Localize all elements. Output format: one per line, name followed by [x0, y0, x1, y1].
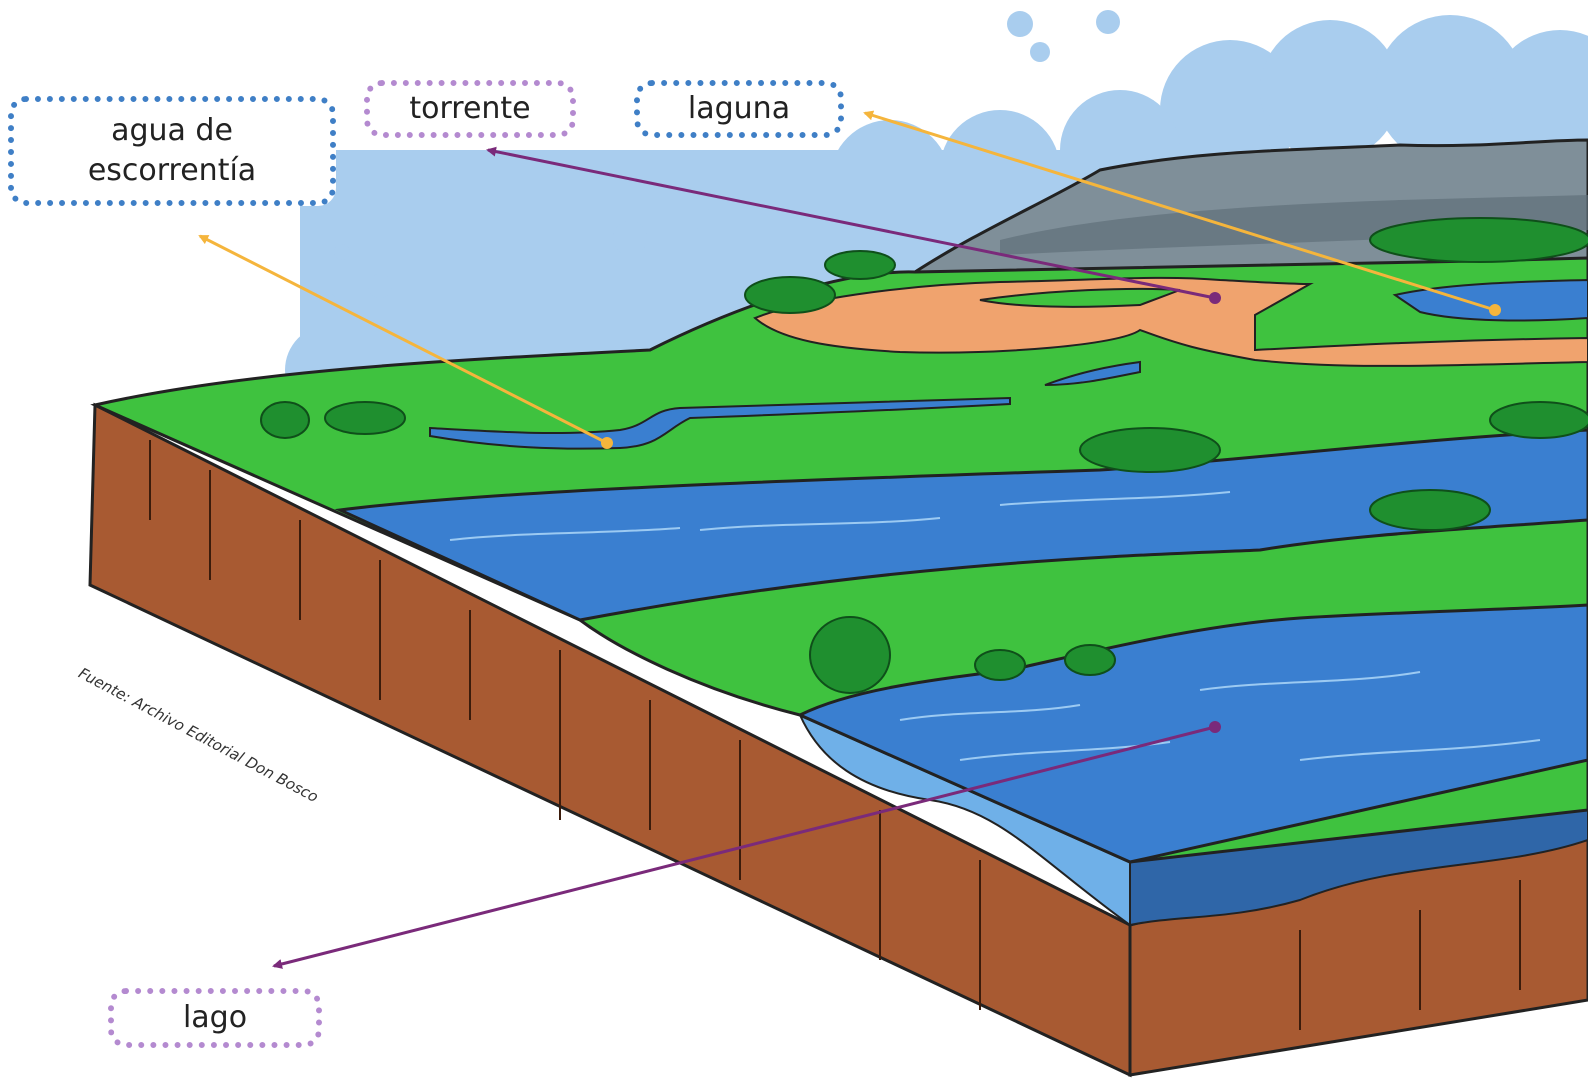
label-agua-line2: escorrentía	[87, 153, 257, 188]
label-torrente-text: torrente	[409, 91, 531, 126]
arrow-torrente	[486, 146, 1216, 300]
label-laguna: laguna	[634, 80, 844, 138]
water-left-section	[798, 713, 1131, 927]
label-lago: lago	[108, 988, 322, 1048]
arrow-agua-escorrentia	[198, 234, 608, 445]
label-laguna-text: laguna	[687, 91, 791, 126]
label-lago-text: lago	[182, 1000, 248, 1035]
lagoon	[1392, 278, 1588, 322]
runoff-stream	[429, 396, 1011, 450]
trees	[260, 217, 1588, 694]
label-agua-de-escorrentia: agua de escorrentía	[8, 96, 336, 206]
label-agua-line1: agua de	[111, 113, 233, 148]
arrow-laguna	[863, 110, 1496, 312]
arrow-lago	[272, 725, 1216, 969]
label-torrente: torrente	[364, 80, 576, 138]
